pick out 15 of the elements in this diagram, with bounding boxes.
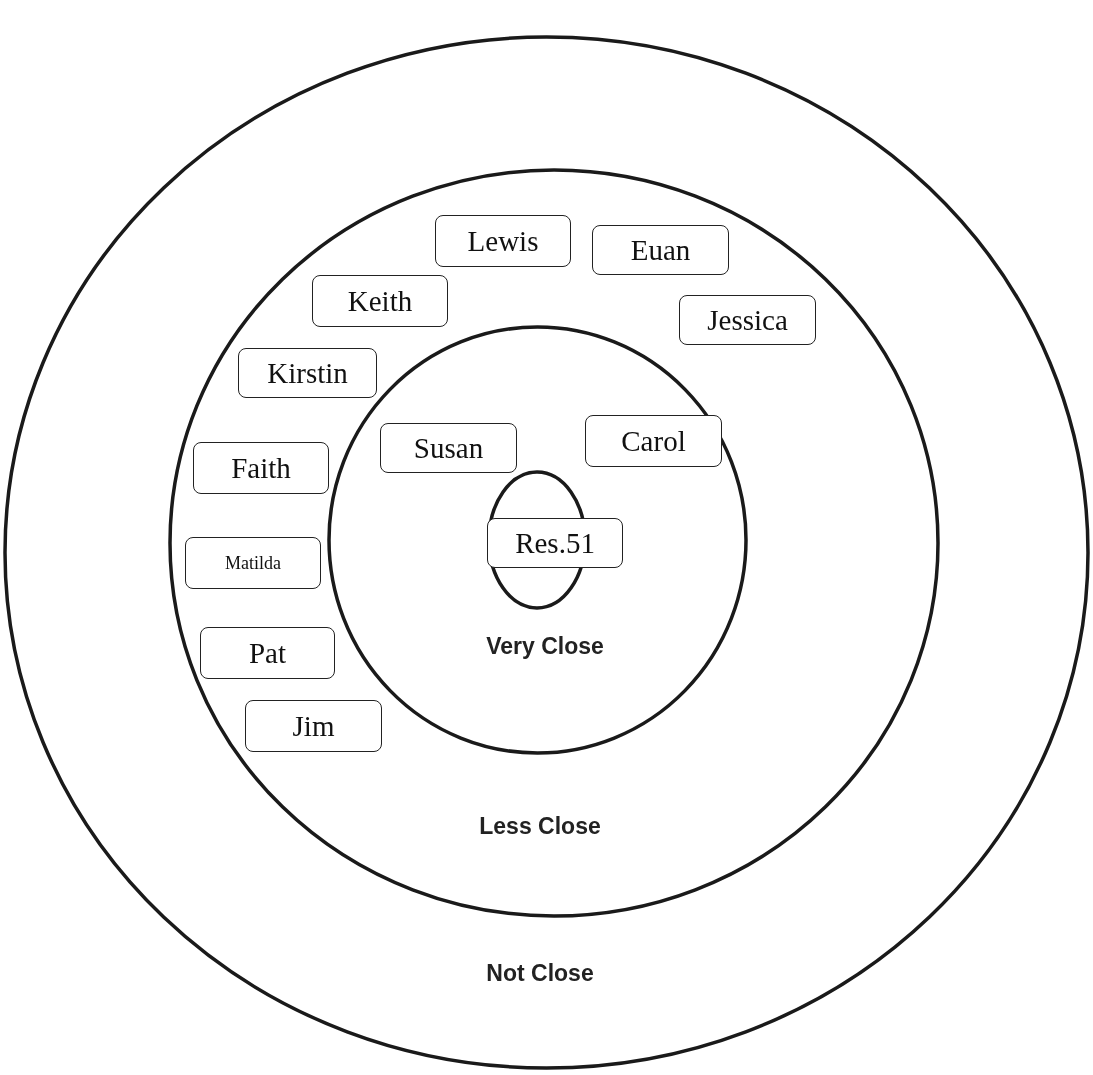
name-tag: Carol xyxy=(585,415,722,467)
name-tag: Pat xyxy=(200,627,335,679)
name-tag: Susan xyxy=(380,423,517,473)
ring-label: Very Close xyxy=(486,633,604,660)
name-tag: Matilda xyxy=(185,537,321,589)
name-tag: Res.51 xyxy=(487,518,623,568)
ring-label: Not Close xyxy=(486,960,594,987)
ring-label: Less Close xyxy=(479,813,601,840)
name-tag: Lewis xyxy=(435,215,571,267)
name-tag: Keith xyxy=(312,275,448,327)
name-tag: Jessica xyxy=(679,295,816,345)
name-tag: Kirstin xyxy=(238,348,377,398)
name-tag: Euan xyxy=(592,225,729,275)
name-tag: Jim xyxy=(245,700,382,752)
name-tag: Faith xyxy=(193,442,329,494)
